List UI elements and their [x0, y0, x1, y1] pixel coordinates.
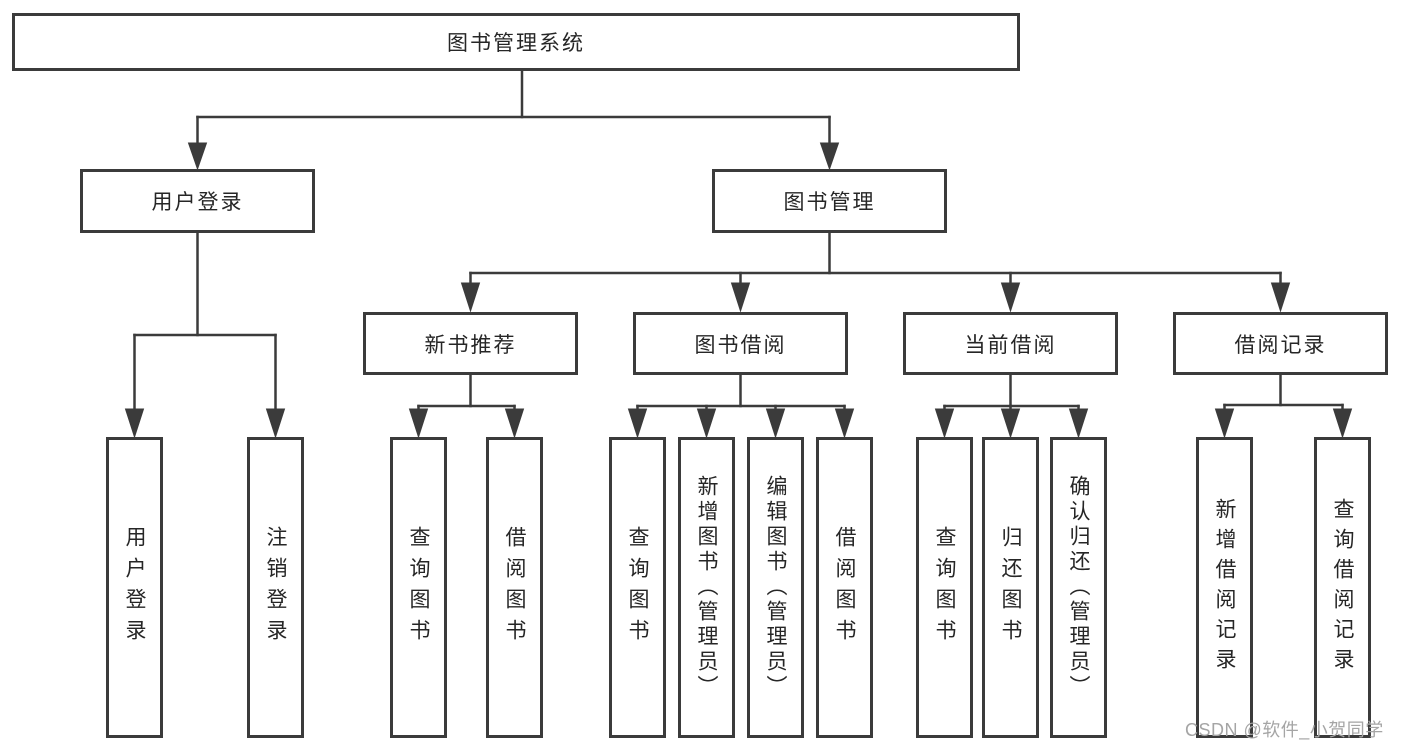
node-label: 注销登录	[264, 525, 287, 650]
node-label: 确认归还（管理员）	[1067, 475, 1090, 700]
node-label: 借阅图书	[503, 525, 526, 650]
node-label: 新增图书（管理员）	[695, 475, 718, 700]
node-label: 当前借阅	[964, 333, 1057, 357]
leaf-edit-books-admin: 编辑图书（管理员）	[747, 437, 804, 738]
leaf-user-login: 用户登录	[106, 437, 163, 738]
node-label: 查询图书	[933, 525, 956, 650]
leaf-add-borrow-record: 新增借阅记录	[1196, 437, 1253, 738]
leaf-return-books: 归还图书	[982, 437, 1039, 738]
node-label: 图书借阅	[694, 333, 787, 357]
node-book-borrow: 图书借阅	[633, 312, 848, 375]
connector-recommend-children	[408, 373, 525, 439]
node-current-borrow: 当前借阅	[903, 312, 1118, 375]
leaf-query-borrow-record: 查询借阅记录	[1314, 437, 1371, 738]
node-label: 新增借阅记录	[1213, 497, 1236, 678]
leaf-logout: 注销登录	[247, 437, 304, 738]
node-label: 归还图书	[999, 525, 1022, 650]
node-label: 借阅图书	[833, 525, 856, 650]
node-borrow-records: 借阅记录	[1173, 312, 1388, 375]
node-label: 用户登录	[151, 191, 244, 214]
node-user-login: 用户登录	[80, 169, 315, 233]
node-label: 编辑图书（管理员）	[764, 475, 787, 700]
node-system-root: 图书管理系统	[12, 13, 1020, 71]
leaf-query-books-recommend: 查询图书	[390, 437, 447, 738]
leaf-borrow-books: 借阅图书	[816, 437, 873, 738]
node-label: 图书管理系统	[447, 32, 585, 55]
node-new-book-recommend: 新书推荐	[363, 312, 578, 375]
csdn-watermark: CSDN @软件_小贺同学	[1185, 720, 1384, 740]
node-label: 借阅记录	[1234, 333, 1327, 357]
node-label: 图书管理	[783, 191, 876, 214]
connector-user-login-children	[124, 231, 286, 439]
leaf-borrow-books-recommend: 借阅图书	[486, 437, 543, 738]
node-book-management: 图书管理	[712, 169, 947, 233]
leaf-query-books-current: 查询图书	[916, 437, 973, 738]
leaf-confirm-return-admin: 确认归还（管理员）	[1050, 437, 1107, 738]
node-label: 查询借阅记录	[1331, 497, 1354, 678]
node-label: 查询图书	[626, 525, 649, 650]
node-label: 新书推荐	[424, 333, 517, 357]
leaf-add-books-admin: 新增图书（管理员）	[678, 437, 735, 738]
node-label: 用户登录	[123, 525, 146, 650]
connector-borrow-children	[627, 373, 855, 439]
connector-current-children	[934, 373, 1089, 439]
connector-book-management-children	[460, 231, 1291, 313]
connector-records-children	[1214, 373, 1353, 439]
leaf-query-books-borrow: 查询图书	[609, 437, 666, 738]
node-label: 查询图书	[407, 525, 430, 650]
connector-root-to-level2	[187, 67, 840, 171]
